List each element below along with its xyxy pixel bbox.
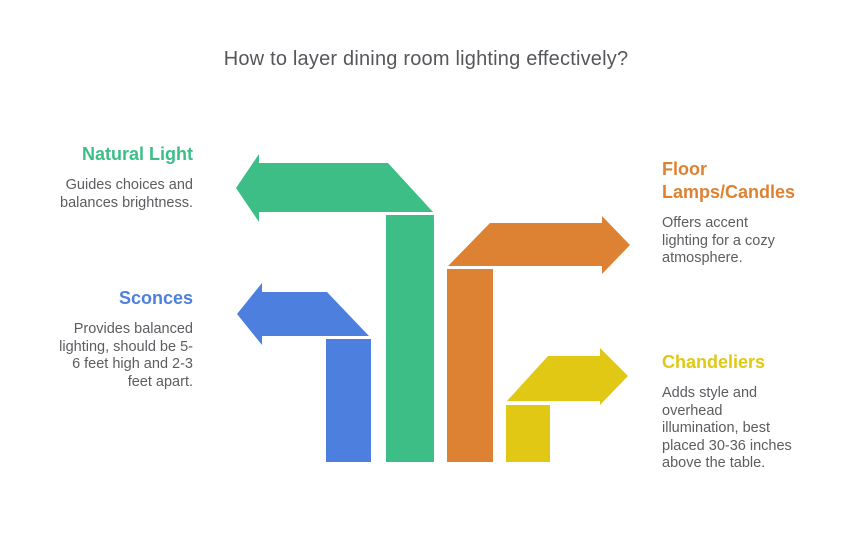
natural-light-arrow-head-icon [236, 154, 433, 222]
sconces-arrow-stem [326, 339, 371, 462]
natural-light-label: Natural Light Guides choices and balance… [18, 143, 193, 212]
natural-light-arrow-stem [386, 215, 434, 462]
chandeliers-label: Chandeliers Adds style and overhead illu… [662, 351, 852, 473]
sconces-arrow [237, 283, 371, 462]
sconces-arrow-head-icon [237, 283, 369, 345]
chandeliers-arrow-head-icon [507, 348, 628, 405]
floor-lamps-arrow-stem [447, 269, 493, 462]
sconces-description: Provides balanced lighting, should be 5-… [59, 321, 193, 390]
floor-lamps-arrow-head-icon [448, 216, 630, 274]
floor-lamps-description: Offers accent lighting for a cozy atmosp… [662, 215, 775, 266]
natural-light-heading: Natural Light [82, 144, 193, 164]
chandeliers-arrow-stem [506, 405, 550, 462]
chandeliers-description: Adds style and overhead illumination, be… [662, 385, 792, 471]
sconces-heading: Sconces [118, 288, 193, 308]
page-title: How to layer dining room lighting effect… [223, 48, 629, 70]
floor-lamps-label: Floor Lamps/Candles Offers accent lighti… [662, 158, 847, 268]
chandeliers-arrow [506, 348, 628, 462]
sconces-label: Sconces Provides balanced lighting, shou… [13, 287, 193, 391]
chandeliers-heading: Chandeliers [662, 352, 766, 372]
floor-lamps-arrow [447, 216, 630, 462]
floor-lamps-heading: Floor Lamps/Candles [662, 159, 796, 202]
natural-light-arrow [236, 154, 434, 462]
natural-light-description: Guides choices and balances brightness. [60, 177, 193, 211]
